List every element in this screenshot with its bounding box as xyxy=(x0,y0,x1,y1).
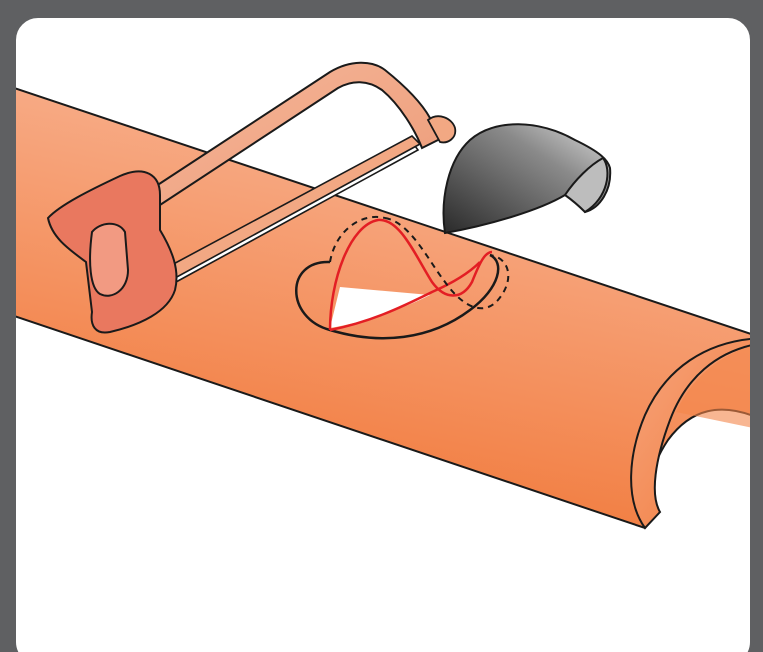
offcut-icon xyxy=(442,123,612,235)
hacksaw-icon xyxy=(46,61,457,334)
saddle-cut xyxy=(295,215,510,340)
panel-border xyxy=(12,14,754,652)
